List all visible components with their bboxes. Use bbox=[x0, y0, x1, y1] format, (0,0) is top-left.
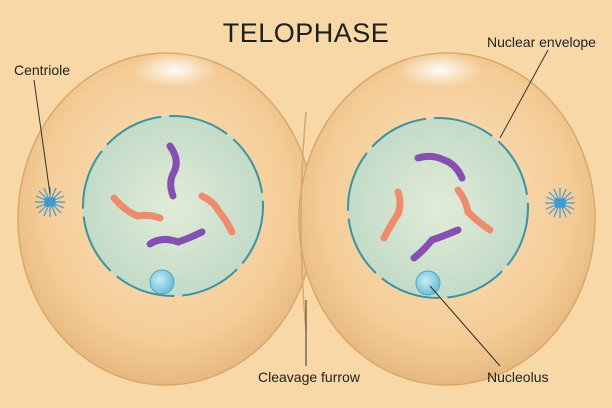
diagram-title: TELOPHASE bbox=[222, 18, 390, 48]
nucleus-left bbox=[82, 115, 264, 297]
chromosome bbox=[454, 186, 494, 234]
nuclear-envelope bbox=[82, 115, 264, 297]
leader-centriole bbox=[33, 79, 51, 195]
chromosome bbox=[110, 194, 164, 222]
chromosome bbox=[410, 226, 462, 262]
cell-highlight bbox=[133, 52, 217, 88]
label-centriole: Centriole bbox=[14, 62, 71, 78]
nucleolus bbox=[415, 270, 441, 296]
chromosome bbox=[146, 228, 206, 248]
leader-nucleolus bbox=[429, 285, 501, 367]
chromosomes-left bbox=[110, 142, 236, 248]
leader-lines bbox=[33, 49, 549, 367]
label-cleavage-furrow: Cleavage furrow bbox=[258, 369, 360, 385]
nuclear-envelope bbox=[347, 117, 529, 299]
centriole-right bbox=[545, 188, 575, 218]
label-nucleolus: Nucleolus bbox=[487, 369, 549, 385]
cell-highlight bbox=[398, 52, 482, 88]
chromosome bbox=[380, 188, 404, 242]
chromosome bbox=[166, 142, 180, 200]
chromosome bbox=[414, 152, 466, 182]
label-nuclear-envelope: Nuclear envelope bbox=[487, 34, 596, 50]
leader-nuclear-envelope bbox=[499, 49, 549, 139]
chromosome bbox=[198, 192, 236, 236]
chromosomes-right bbox=[380, 152, 494, 262]
cleavage-furrow bbox=[300, 111, 307, 331]
nucleolus bbox=[149, 269, 175, 295]
nucleus-right bbox=[347, 117, 529, 299]
